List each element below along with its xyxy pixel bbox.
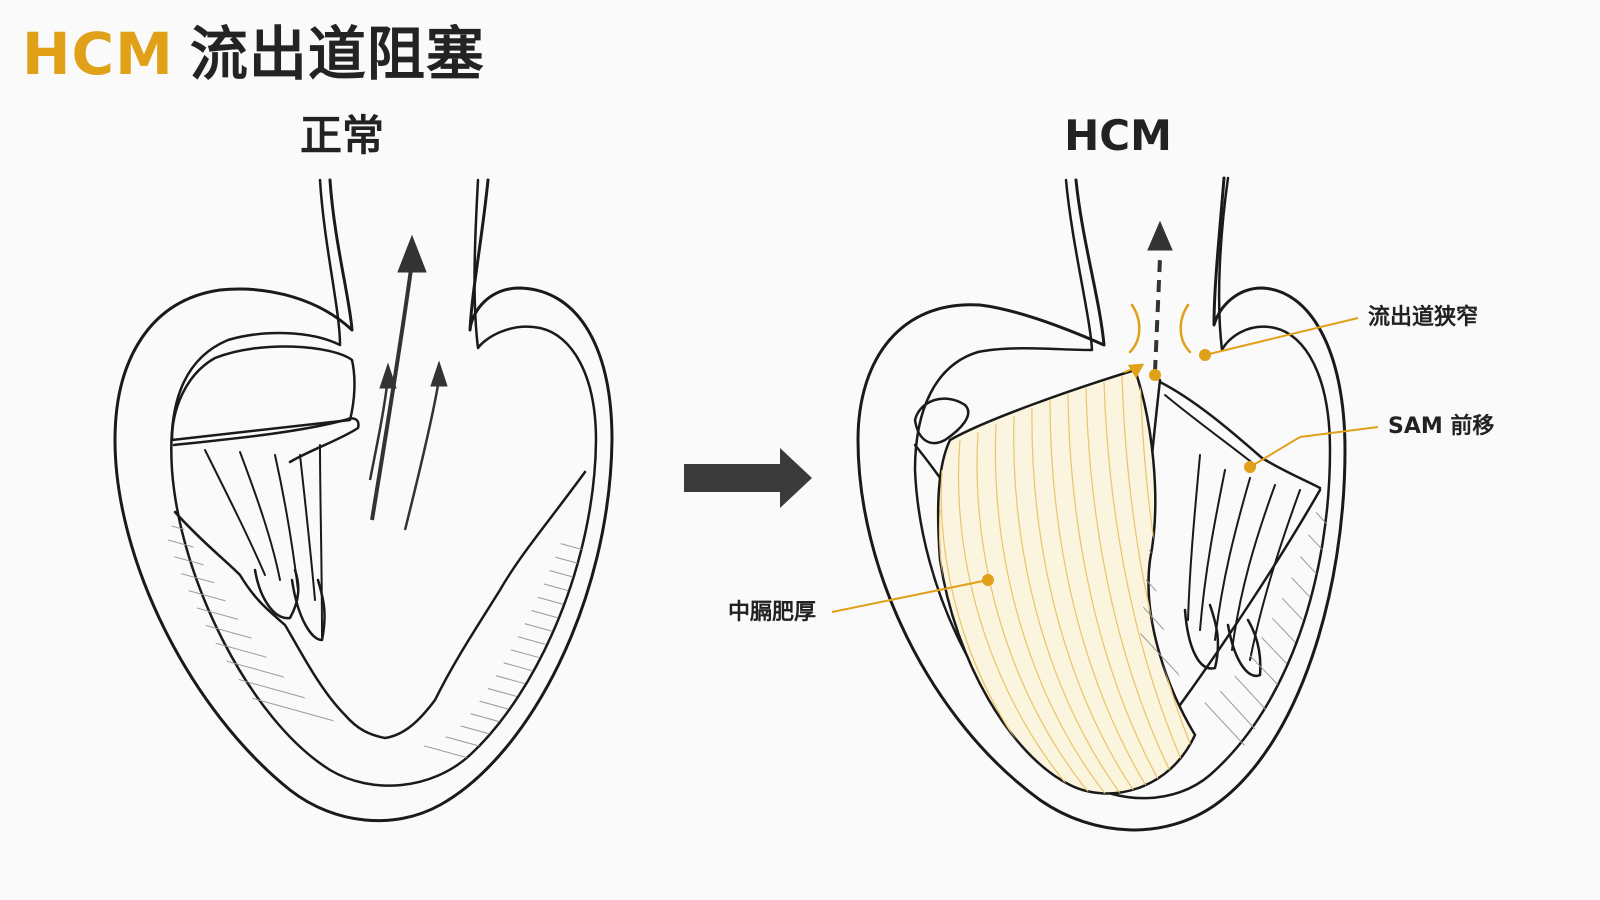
normal-flow-main-head	[397, 234, 427, 273]
normal-mitral-leaflet	[172, 417, 360, 464]
hcm-narrowing-marks	[1124, 303, 1192, 379]
normal-endocardium	[173, 470, 587, 740]
normal-chordae	[204, 444, 323, 641]
normal-flow-right	[403, 384, 440, 531]
normal-flow-main	[370, 261, 414, 521]
title-prefix: HCM	[22, 20, 174, 88]
hcm-flow-arrow	[1147, 220, 1173, 373]
normal-atrium	[170, 345, 356, 442]
hcm-chordae	[1187, 454, 1301, 661]
normal-flow-arrows	[368, 234, 448, 531]
normal-flow-left	[368, 384, 389, 481]
hcm-mitral-sam	[1158, 380, 1322, 490]
hcm-atrium-left	[913, 397, 970, 445]
normal-papillary	[253, 568, 326, 642]
title-main: 流出道阻塞	[189, 20, 485, 88]
hcm-inner-wall	[913, 176, 1332, 800]
hcm-outer-wall	[856, 176, 1347, 832]
hcm-papillary	[1183, 603, 1262, 678]
annotation-outflow-narrowing: 流出道狭窄	[1368, 305, 1479, 330]
normal-inner-wall	[170, 178, 598, 787]
normal-muscle-hatch	[168, 470, 596, 786]
annotation-sam: SAM 前移	[1388, 414, 1495, 439]
arrow-right-icon	[684, 448, 812, 508]
normal-panel-label: 正常	[299, 111, 384, 160]
annotation-leaders	[831, 317, 1379, 613]
hcm-septal-hypertrophy	[936, 368, 1197, 795]
normal-outer-wall	[113, 178, 614, 823]
hcm-panel-label: HCM	[1064, 111, 1172, 160]
annotation-septal-hypertrophy: 中膈肥厚	[728, 600, 817, 625]
normal-heart	[113, 178, 614, 823]
